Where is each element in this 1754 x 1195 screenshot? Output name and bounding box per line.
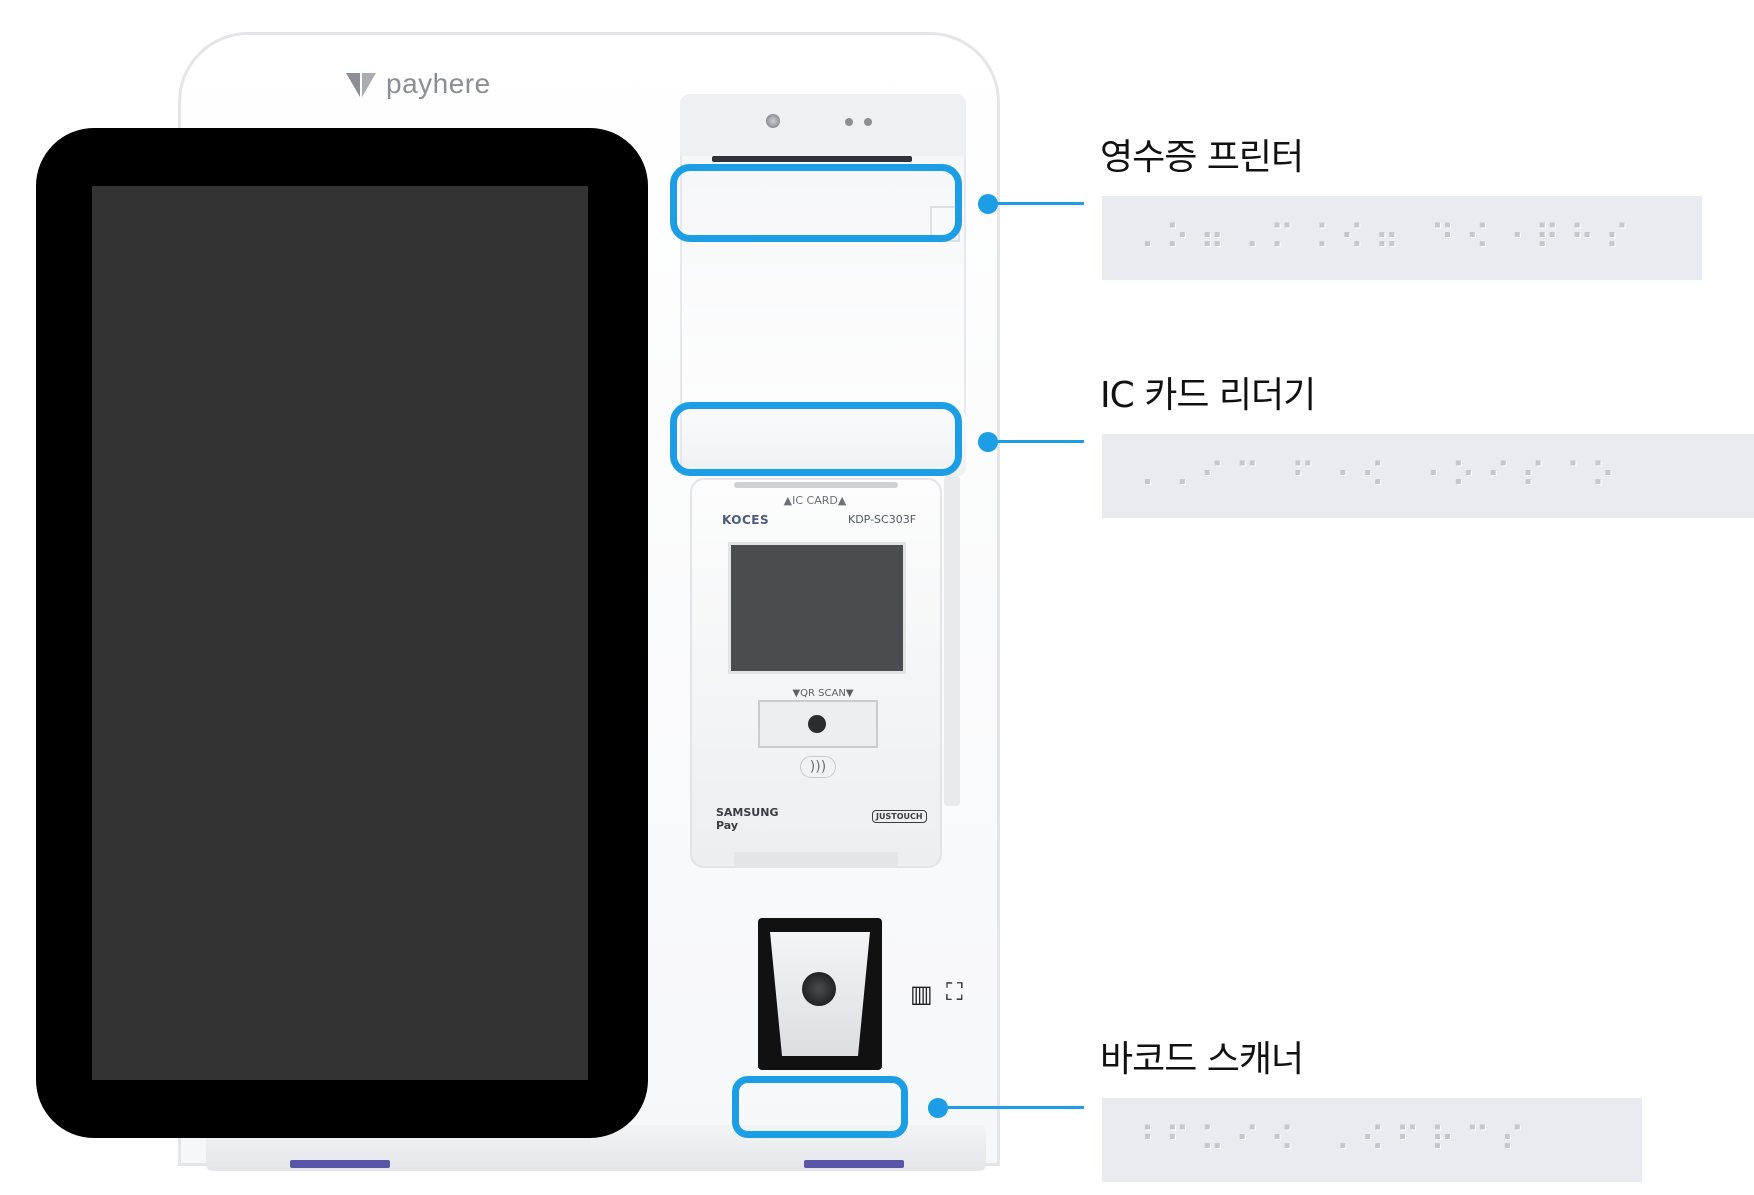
scanner-braille-strip: ⠘⠋⠥⠊⠪ ⠠⠪⠋⠗⠉⠎	[1102, 1098, 1642, 1182]
samsung-pay-line2: Pay	[716, 819, 739, 832]
contactless-icon: )))	[800, 756, 836, 778]
printer-highlight	[670, 164, 962, 242]
printer-status-led	[845, 118, 853, 126]
samsung-pay-line1: SAMSUNG	[716, 806, 779, 819]
card-reader-slot-housing	[682, 410, 966, 476]
justouch-logo: JUSTOUCH	[872, 810, 927, 823]
card-reader-model: KDP-SC303F	[848, 513, 917, 526]
brand-logo-text: payhere	[386, 68, 491, 99]
barcode-icon: ▥	[910, 980, 933, 1008]
printer-error-led	[864, 118, 872, 126]
printer-callout-line	[988, 202, 1084, 205]
qr-camera-lens	[808, 715, 826, 733]
scanner-highlight	[732, 1076, 908, 1138]
qr-scan-window	[758, 700, 878, 748]
kiosk-foot-left	[290, 1160, 390, 1168]
koces-logo: KOCES	[722, 513, 770, 527]
printer-label: 영수증 프린터	[1100, 137, 1304, 178]
scanner-label: 바코드 스캐너	[1100, 1039, 1304, 1080]
scanner-callout-line	[938, 1106, 1084, 1109]
card-reader-side	[944, 476, 960, 806]
tablet-screen[interactable]	[92, 186, 588, 1080]
printer-braille-strip: ⠠⠕⠶⠠⠍⠨⠪⠶ ⠙⠪⠐⠟⠓⠎	[1102, 196, 1702, 280]
printer-paper-slot	[712, 156, 912, 162]
kiosk-foot-right	[804, 1160, 904, 1168]
printer-feed-button[interactable]	[766, 114, 780, 128]
payhere-logo: payhere	[344, 64, 491, 104]
printer-braille: ⠠⠕⠶⠠⠍⠨⠪⠶ ⠙⠪⠐⠟⠓⠎	[1130, 218, 1640, 258]
ic-card-slot[interactable]	[734, 482, 898, 488]
printer-top-panel	[680, 94, 966, 156]
card-reader-braille: ⠠⠠⠊⠉ ⠋⠐⠪ ⠐⠕⠊⠎⠈⠕	[1130, 456, 1626, 496]
card-reader-screen	[728, 542, 906, 674]
card-reader-foot	[734, 852, 898, 868]
qr-scan-icon: ⛶	[946, 978, 963, 1006]
qr-scan-label: ▼QR SCAN▼	[792, 688, 854, 699]
card-reader-highlight	[670, 402, 962, 476]
card-reader-callout-line	[988, 440, 1084, 443]
scanner-lens	[802, 972, 836, 1006]
ic-card-label: ▲IC CARD▲	[783, 494, 847, 507]
payhere-mark-icon	[346, 73, 376, 97]
card-reader-label: IC 카드 리더기	[1100, 375, 1316, 416]
samsung-pay-logo: SAMSUNG Pay	[716, 806, 778, 832]
scanner-braille: ⠘⠋⠥⠊⠪ ⠠⠪⠋⠗⠉⠎	[1130, 1120, 1535, 1160]
card-reader-braille-strip: ⠠⠠⠊⠉ ⠋⠐⠪ ⠐⠕⠊⠎⠈⠕	[1102, 434, 1754, 518]
